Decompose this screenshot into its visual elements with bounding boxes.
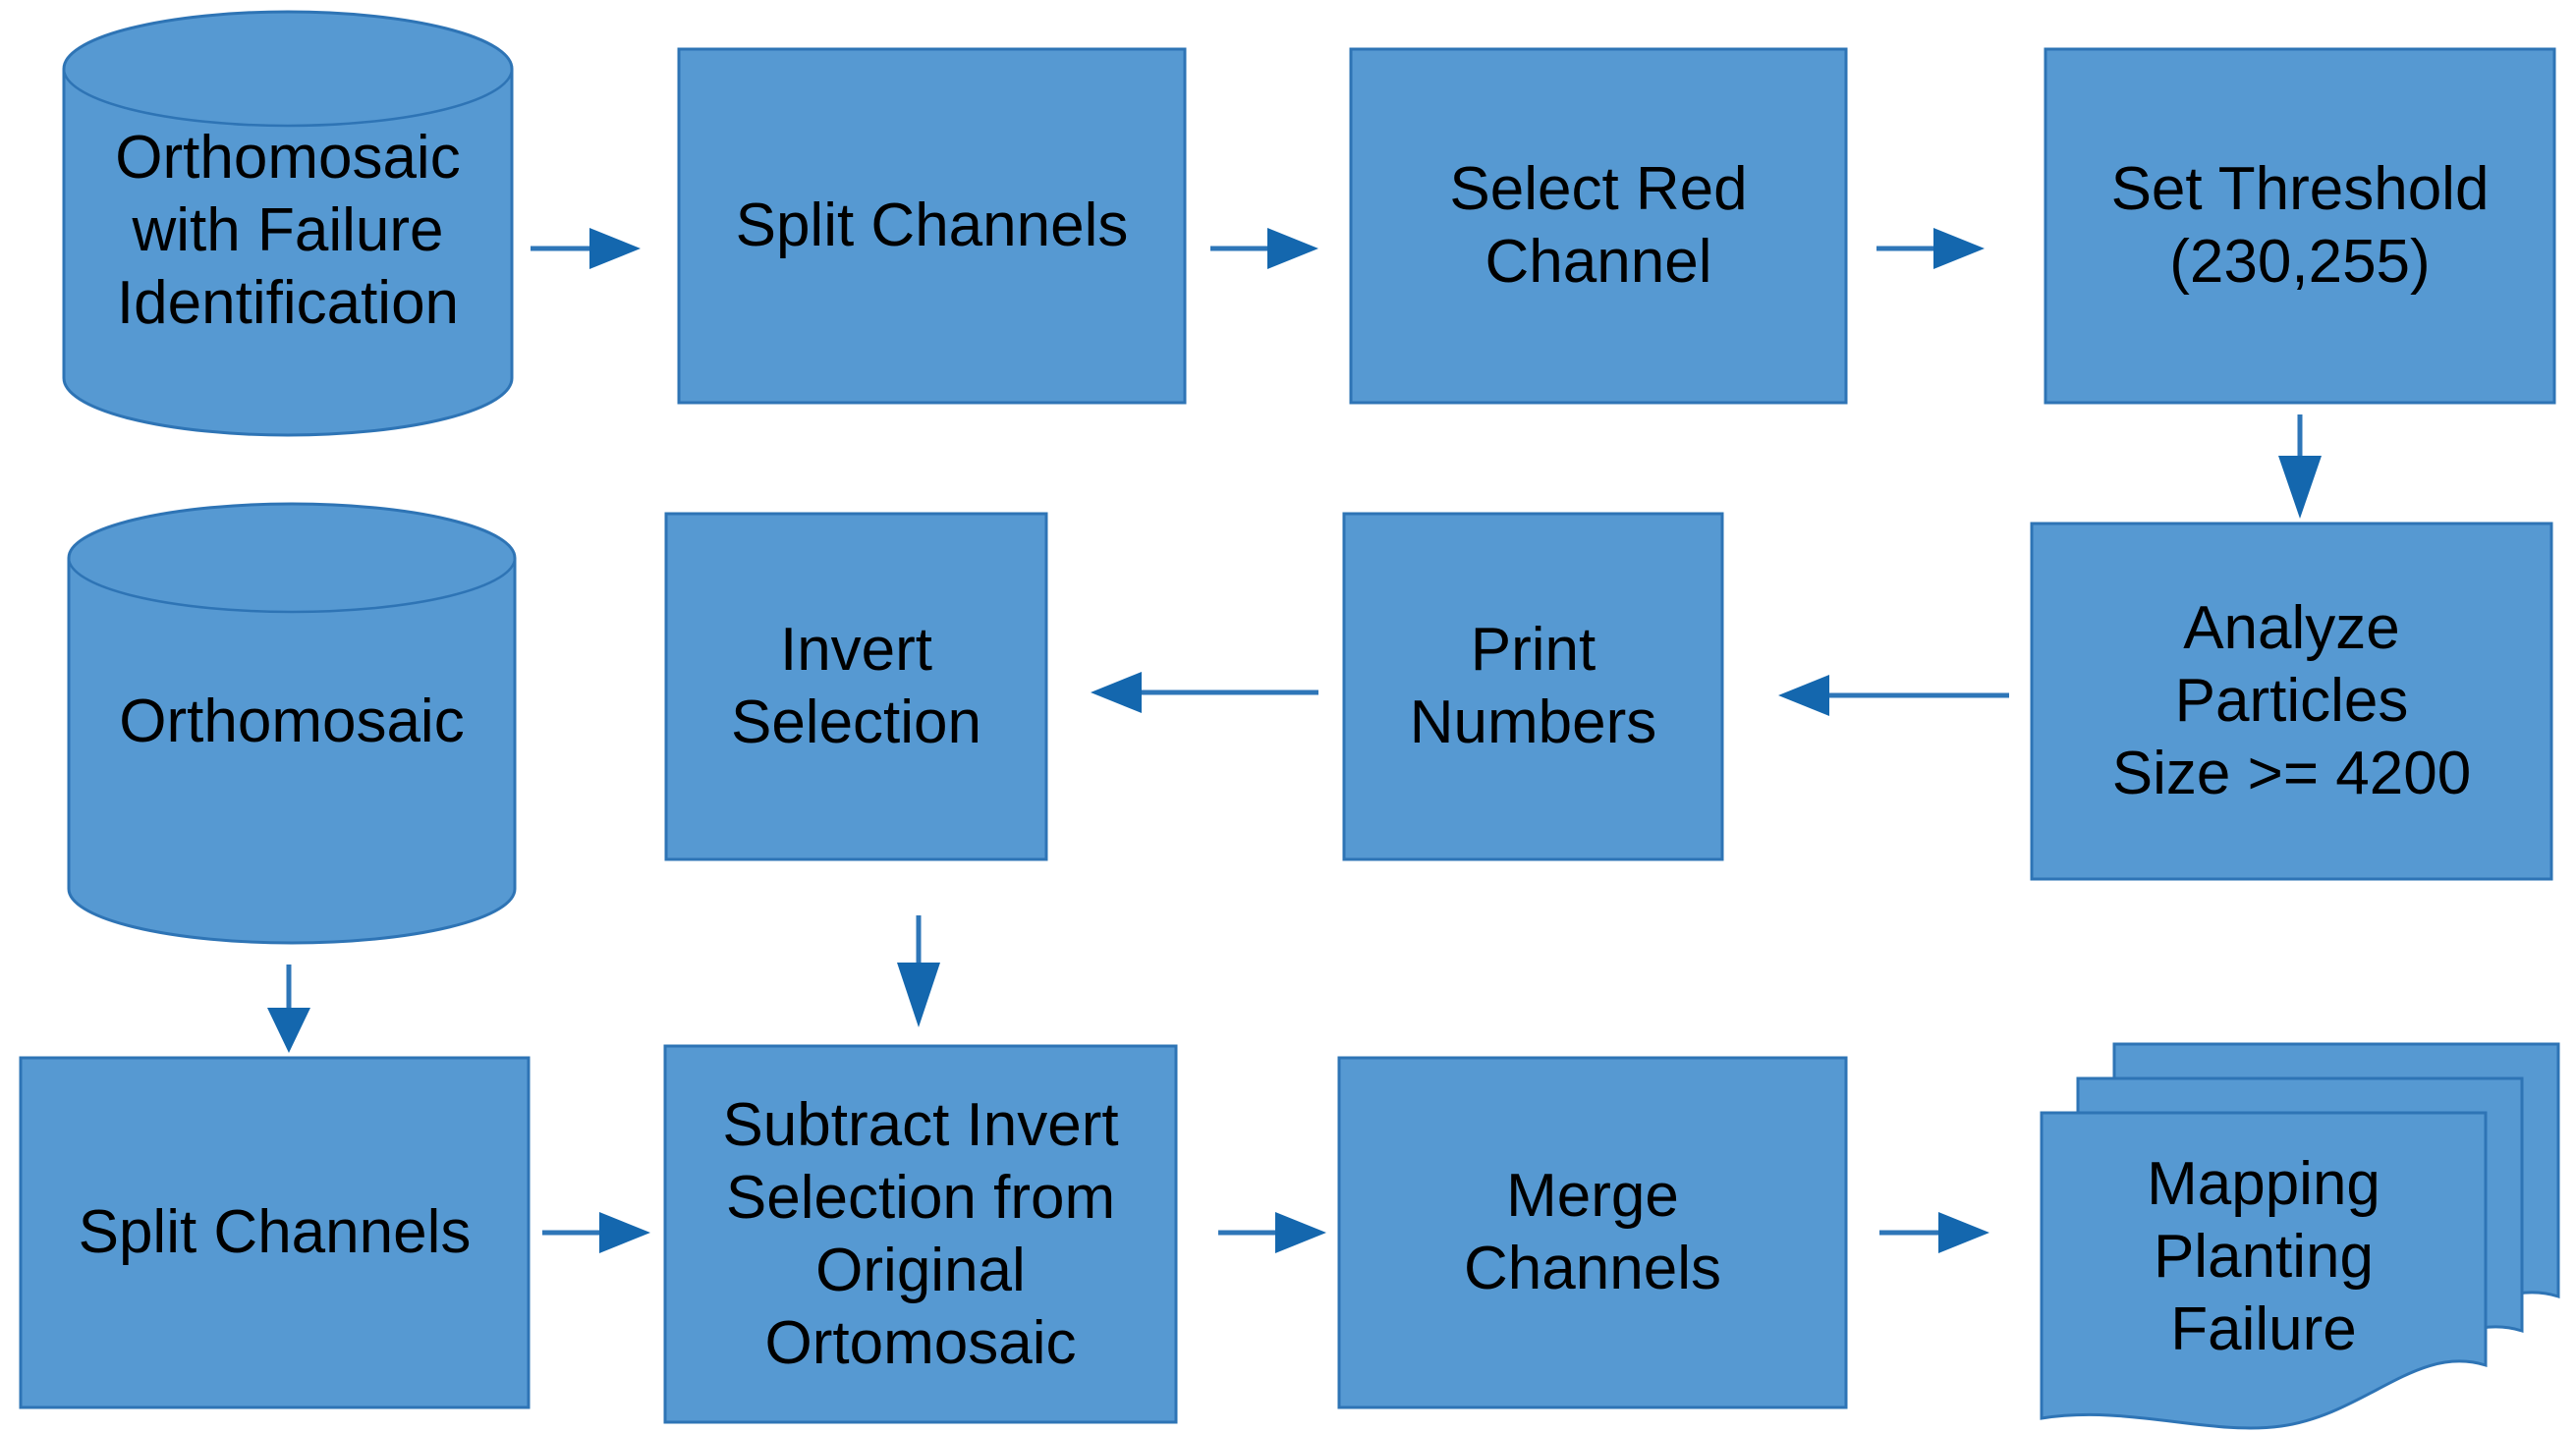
arrow-invertselection-to-subtract — [897, 915, 940, 1027]
box-split-channels-1 — [677, 47, 1187, 405]
arrow-analyzeparticles-to-printnumbers — [1778, 675, 2009, 716]
arrow-mergechannels-to-mapping — [1879, 1212, 1989, 1253]
arrow-orthomosaic-to-splitchannels2 — [267, 965, 310, 1053]
box-split-channels-2 — [19, 1056, 531, 1409]
cylinder-orthomosaic-with-failure — [62, 10, 514, 437]
multidocument-mapping-planting-failure — [2040, 1042, 2560, 1430]
box-set-threshold — [2044, 47, 2556, 405]
arrow-splitchannels1-to-selectred — [1210, 228, 1318, 269]
arrow-printnumbers-to-invertselection — [1091, 672, 1318, 713]
arrow-setthreshold-to-analyzeparticles — [2278, 414, 2322, 519]
arrow-splitchannels2-to-subtract — [542, 1212, 650, 1253]
cylinder-orthomosaic — [67, 502, 517, 945]
box-subtract-invert-selection — [663, 1044, 1178, 1424]
arrow-subtract-to-mergechannels — [1218, 1212, 1326, 1253]
arrow-orthomosaicfailure-to-splitchannels1 — [531, 228, 641, 269]
document-front — [2040, 1111, 2488, 1430]
arrow-selectred-to-setthreshold — [1876, 228, 1985, 269]
box-print-numbers — [1342, 512, 1724, 861]
box-analyze-particles — [2030, 522, 2553, 881]
box-invert-selection — [664, 512, 1048, 861]
box-select-red-channel — [1349, 47, 1848, 405]
box-merge-channels — [1337, 1056, 1848, 1409]
